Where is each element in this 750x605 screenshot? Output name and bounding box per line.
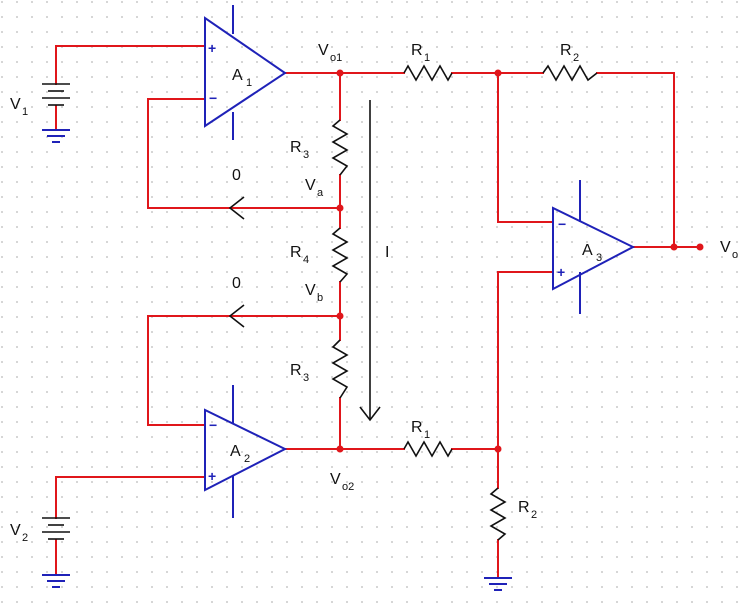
label-vo-sub: o — [732, 249, 738, 261]
label-r1-bottom: R — [411, 419, 423, 436]
opamp-a3: − + A 3 — [552, 180, 636, 314]
zero-current-arrow-bottom — [228, 304, 245, 328]
ground-icon — [42, 129, 70, 143]
resistor-r2-bottom — [489, 487, 507, 541]
label-vo2: V — [330, 471, 341, 488]
a1-label: A — [232, 67, 243, 84]
wires — [55, 45, 701, 579]
label-zero-bottom: 0 — [232, 275, 241, 292]
resistor-r3-top — [331, 119, 349, 176]
label-vo: V — [720, 239, 731, 256]
label-r3-top-sub: 3 — [303, 149, 309, 161]
label-vo2-sub: o2 — [342, 481, 354, 493]
label-vb-sub: b — [317, 292, 323, 304]
label-vo1-sub: o1 — [330, 52, 342, 64]
a2-label: A — [230, 443, 241, 460]
a3-label: A — [582, 242, 593, 259]
a1-label-sub: 1 — [246, 77, 252, 89]
label-v1-sub: 1 — [22, 106, 28, 118]
label-r3-top: R — [290, 139, 302, 156]
label-v2-sub: 2 — [22, 532, 28, 544]
a2-minus-sign: − — [209, 417, 217, 433]
label-r3-bottom: R — [290, 362, 302, 379]
label-r1-top-sub: 1 — [424, 52, 430, 64]
label-r2-top: R — [560, 42, 572, 59]
opamp-a1: + − A 1 — [204, 5, 287, 140]
label-r3-bottom-sub: 3 — [303, 372, 309, 384]
battery-v2 — [42, 517, 70, 540]
ground-icon — [484, 577, 512, 591]
label-va: V — [305, 177, 316, 194]
label-vo1: V — [318, 42, 329, 59]
label-v1: V — [10, 96, 21, 113]
label-r1-bottom-sub: 1 — [424, 429, 430, 441]
junction-dots — [336, 69, 704, 453]
resistor-r1-top — [403, 64, 453, 82]
resistor-r2-top — [542, 64, 598, 82]
label-r2-top-sub: 2 — [573, 52, 579, 64]
a3-minus-sign: − — [558, 216, 566, 232]
battery-v1 — [42, 83, 70, 106]
zero-current-arrow-top — [228, 196, 245, 220]
label-r2-bottom-sub: 2 — [531, 509, 537, 521]
label-zero-top: 0 — [232, 167, 241, 184]
ground-icon — [42, 574, 70, 588]
label-current-i: I — [385, 244, 389, 261]
a1-minus-sign: − — [209, 90, 217, 106]
a1-plus-sign: + — [208, 40, 216, 56]
label-r1-top: R — [411, 42, 423, 59]
resistor-r1-bottom — [403, 440, 453, 458]
a3-label-sub: 3 — [596, 252, 602, 264]
label-v2: V — [10, 522, 21, 539]
current-i-arrow — [359, 100, 381, 422]
labels: V 1 V 2 V o1 R 1 R 2 R 3 0 V a R 4 I 0 V… — [10, 42, 738, 544]
label-r4-sub: 4 — [303, 254, 309, 266]
resistor-r3-bottom — [331, 339, 349, 399]
label-r2-bottom: R — [518, 499, 530, 516]
label-va-sub: a — [317, 187, 324, 199]
resistor-r4 — [331, 227, 349, 283]
label-vb: V — [305, 282, 316, 299]
opamp-a2: − + A 2 — [204, 385, 288, 518]
a2-label-sub: 2 — [244, 453, 250, 465]
a3-plus-sign: + — [557, 264, 565, 280]
a2-plus-sign: + — [208, 468, 216, 484]
label-r4: R — [290, 244, 302, 261]
